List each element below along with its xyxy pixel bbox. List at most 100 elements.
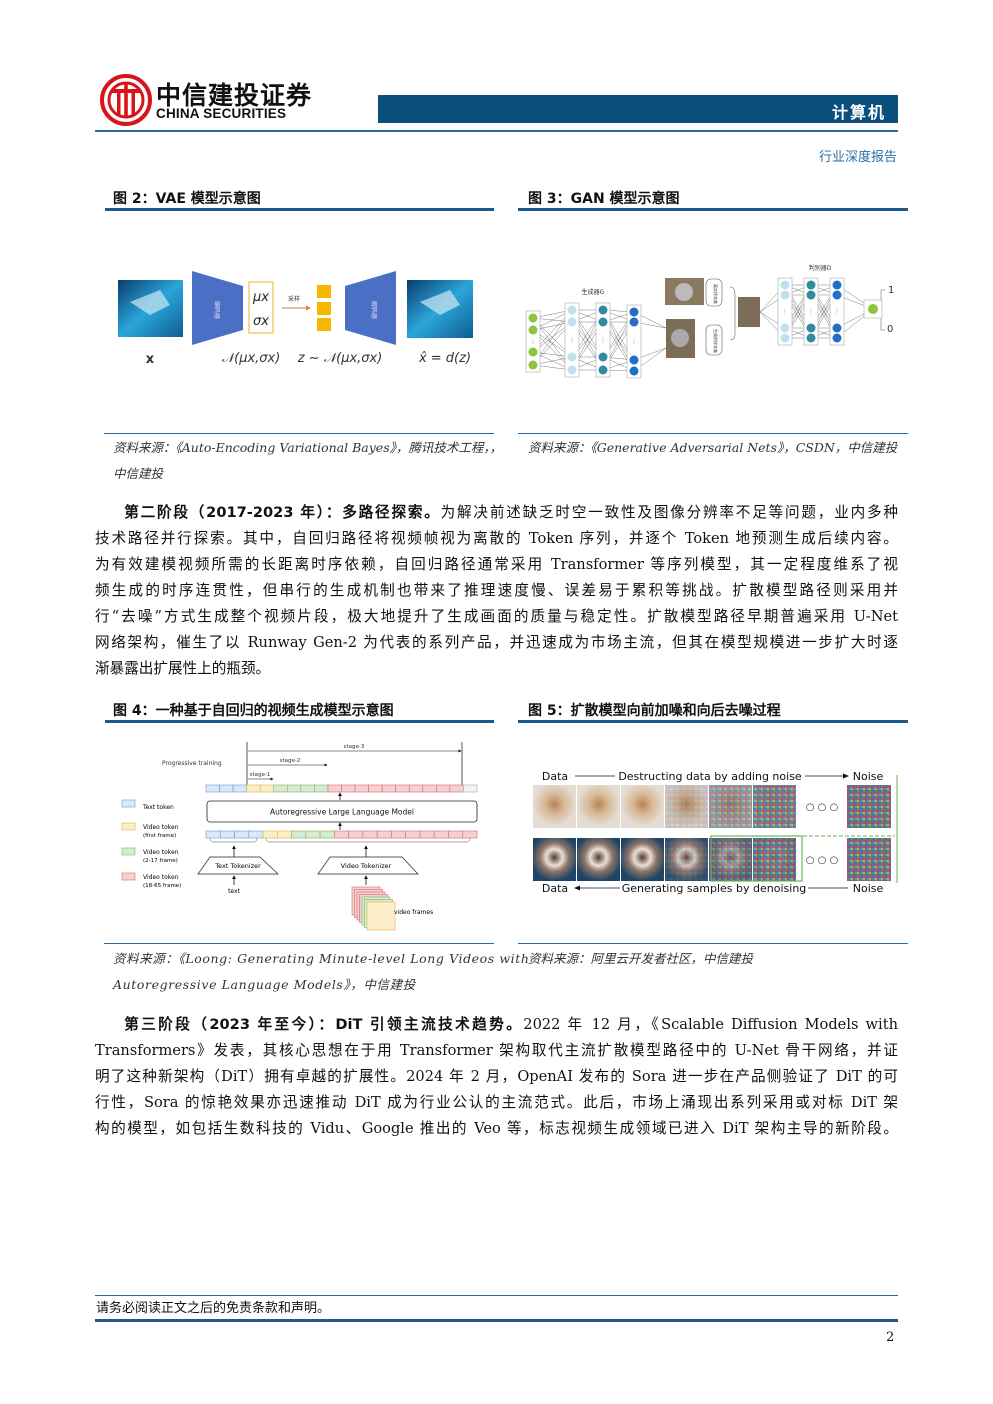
legend-text-token: Text token — [142, 804, 174, 811]
discriminator-input-image — [738, 297, 760, 327]
forward-process-label: Destructing data by adding noise — [618, 770, 802, 783]
stage-3-label: stage-3 — [344, 744, 365, 750]
ellipsis-top: ○ ○ ○ — [806, 802, 839, 813]
legend-swatch — [121, 847, 136, 856]
token — [448, 830, 464, 839]
noise-overlay — [753, 838, 796, 881]
neuron — [780, 333, 790, 343]
footer-divider-thin — [95, 1295, 898, 1296]
token — [395, 784, 410, 793]
figure-4-title-rule — [105, 720, 494, 723]
generator-layer — [525, 310, 541, 373]
token — [433, 830, 449, 839]
paragraph-line: 行性，Sora 的惊艳效果亦迅速推动 DiT 成为行业公认的主流范式。此后，市场… — [95, 1094, 898, 1111]
token — [300, 784, 315, 793]
diffusion-step-image — [533, 785, 576, 828]
neuron — [567, 305, 577, 315]
token — [391, 830, 406, 839]
ellipsis: ⋮ — [569, 337, 575, 344]
neuron — [832, 280, 842, 290]
token — [205, 830, 221, 839]
token — [368, 784, 383, 793]
discriminator-label: 判别器D — [809, 264, 832, 272]
real-sample-set-icon — [705, 278, 723, 307]
neuron — [806, 290, 816, 300]
diffusion-step-image — [621, 838, 664, 881]
neuron — [832, 290, 842, 300]
latent-z-1 — [317, 285, 331, 298]
token — [205, 784, 220, 793]
sector-banner: 计算机 — [378, 95, 898, 123]
stage-two-paragraph: 第二阶段（2017-2023 年）：多路径探索。为解决前述缺乏时空一致性及图像分… — [95, 500, 898, 682]
output-neuron — [868, 304, 878, 314]
fake-set-label: 生成的样本集 — [713, 329, 719, 353]
source-line: 资料来源：《Auto-Encoding Variational Bayes》，腾… — [113, 440, 503, 455]
diffusion-step-image — [577, 838, 620, 881]
label-x: x — [146, 352, 155, 367]
paragraph-text: 2022 年 12 月，《Scalable Diffusion Models w… — [523, 1016, 898, 1033]
token — [291, 830, 307, 839]
paragraph-line: 第二阶段（2017-2023 年）：多路径探索。为解决前述缺乏时空一致性及图像分… — [95, 500, 898, 526]
disclaimer-notice: 请务必阅读正文之后的免责条款和声明。 — [96, 1301, 331, 1316]
output-one: 1 — [888, 285, 894, 296]
token — [234, 830, 250, 839]
output-zero: 0 — [887, 324, 893, 335]
report-type-label: 行业深度报告 — [818, 150, 897, 165]
figure-3-title-rule — [518, 208, 908, 211]
neuron — [598, 305, 608, 315]
llm-block — [206, 800, 478, 823]
latent-z-3 — [317, 318, 331, 331]
figure-2-source: 资料来源：《Auto-Encoding Variational Bayes》，腾… — [113, 435, 502, 487]
token — [341, 784, 356, 793]
neuron — [629, 317, 639, 327]
diffusion-step-image — [577, 785, 620, 828]
logo-english-name: CHINA SECURITIES — [156, 106, 287, 121]
token — [277, 830, 292, 839]
neuron — [780, 290, 790, 300]
token — [327, 784, 342, 793]
ellipsis: ⋮ — [631, 339, 637, 346]
neuron — [629, 366, 639, 376]
source-line: 资料来源：《Loong: Generating Minute-level Lon… — [113, 951, 530, 966]
neuron — [806, 280, 816, 290]
text-tokenizer-block — [197, 856, 279, 875]
token — [259, 784, 275, 793]
figure-4-source: 资料来源：《Loong: Generating Minute-level Lon… — [113, 946, 530, 998]
label-distribution: 𝒩(μx,σx) — [222, 351, 281, 366]
legend-swatch — [121, 799, 136, 808]
stage-three-paragraph: 第三阶段（2023 年至今）：DiT 引领主流技术趋势。2022 年 12 月，… — [95, 1012, 898, 1142]
autoregressive-video-diagram: stage-3 stage-2 stage-1 Progressive trai… — [121, 742, 478, 931]
header-divider — [95, 130, 898, 132]
token — [436, 784, 451, 793]
token — [362, 830, 378, 839]
token — [262, 830, 278, 839]
figure-3-source: 资料来源：《Generative Adversarial Nets》，CSDN，… — [528, 440, 898, 455]
neuron — [629, 355, 639, 365]
neuron — [598, 317, 608, 327]
token — [219, 784, 234, 793]
neuron — [528, 313, 538, 323]
latent-z-2 — [317, 302, 331, 315]
legend-video-token-first-sub: (first frame) — [143, 833, 176, 839]
gan-diagram: 生成器G 判别器D 真实样本集 生成的样本集 1 0 ⋮⋮⋮⋮⋮⋮⋮ — [525, 264, 894, 379]
ellipsis: ⋮ — [834, 309, 840, 316]
token — [419, 830, 435, 839]
neuron — [629, 307, 639, 317]
token — [408, 784, 424, 793]
vae-diagram: 编码器 μx σx 采样 解码器 x 𝒩(μx,σx) z ~ 𝒩(μx,σx)… — [118, 271, 473, 367]
paragraph-line: Transformers》发表，其核心思想在于用 Transformer 架构取… — [95, 1042, 898, 1059]
noise-overlay — [709, 838, 752, 881]
ellipsis: ⋮ — [530, 339, 536, 346]
token — [462, 830, 478, 839]
legend-video-token-mid-sub: (2-17 frame) — [143, 858, 178, 864]
figure-4-source-rule — [104, 943, 494, 944]
logo-chinese-name: 中信建投证券 — [156, 81, 313, 110]
token — [449, 784, 464, 793]
paragraph-line: 构的模型，如包括生数科技的 Vidu、Google 推出的 Veo 等，标志视频… — [95, 1120, 898, 1137]
label-xhat: x̂ = d(z) — [418, 351, 471, 366]
progressive-training-label: Progressive training — [162, 760, 222, 767]
sector-label: 计算机 — [831, 103, 886, 122]
decoder-label: 解码器 — [370, 301, 378, 319]
reverse-process-label: Generating samples by denoising — [622, 882, 807, 895]
